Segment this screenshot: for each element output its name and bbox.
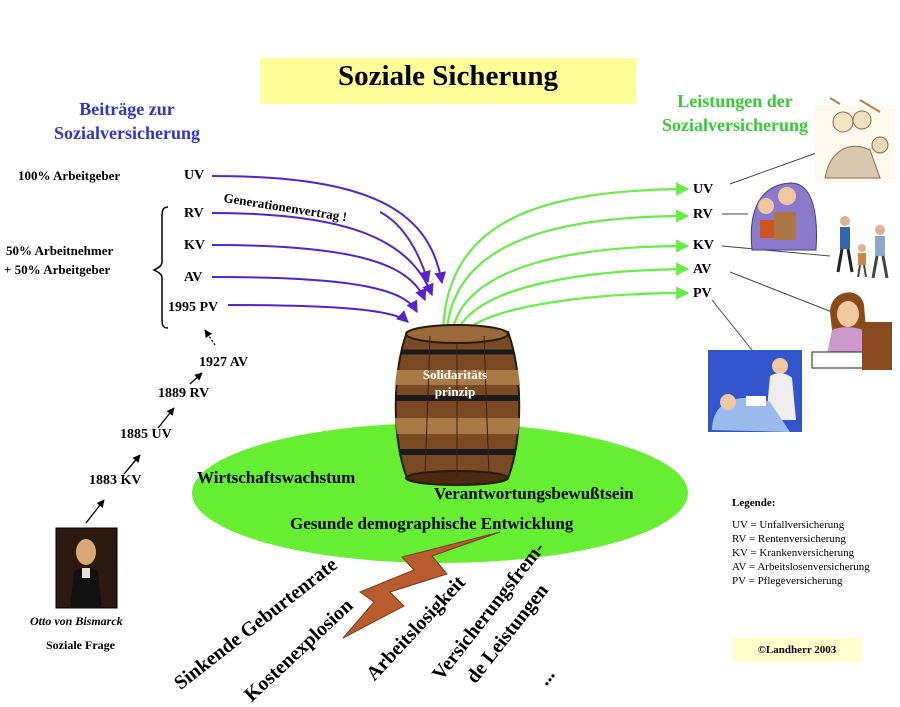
legend-title: Legende:: [732, 497, 776, 509]
contribution-arrows: [211, 175, 447, 323]
barrel-icon: [394, 324, 521, 486]
arrow-rv-out: [445, 209, 690, 331]
foundation-growth: Wirtschaftswachstum: [197, 468, 356, 487]
legend: Legende: UV = Unfallversicherung RV = Re…: [732, 496, 870, 588]
legend-entry: RV = Rentenversicherung: [732, 533, 846, 545]
arrow-kv-in: [211, 244, 427, 302]
employer-full-label: 100% Arbeitgeber: [18, 168, 121, 183]
diagram-canvas: [55, 97, 895, 639]
bismarck-caption: Soziale Frage: [46, 638, 115, 652]
foundation-responsibility: Verantwortungsbewußtsein: [434, 484, 634, 503]
clipart-connectors: [711, 147, 833, 351]
right-label-av: AV: [693, 262, 712, 277]
contributions-heading-line2: Sozialversicherung: [54, 123, 200, 143]
left-label-av: AV: [184, 270, 203, 285]
legend-entry: PV = Pflegeversicherung: [732, 575, 843, 587]
benefits-heading: Leistungen der Sozialversicherung: [630, 89, 840, 137]
right-label-rv: RV: [693, 207, 713, 222]
benefits-heading-line2: Sozialversicherung: [662, 115, 808, 135]
history-1885: 1885 UV: [120, 427, 172, 442]
benefit-arrows: [441, 182, 690, 337]
left-label-pv: 1995 PV: [168, 300, 219, 315]
barrel-label: Solidaritäts prinzip: [400, 366, 510, 400]
foundation-demography: Gesunde demographische Entwicklung: [290, 514, 574, 533]
left-label-uv: UV: [184, 168, 205, 183]
arrow-uv-out: [441, 182, 690, 331]
right-label-kv: KV: [693, 238, 714, 253]
arrow-uv-in: [211, 175, 447, 285]
arrow-rv-in: [211, 212, 434, 297]
history-arrows: [85, 329, 216, 524]
split-contribution-line2: + 50% Arbeitgeber: [4, 262, 111, 277]
nurse-patient-clipart-icon: [708, 350, 802, 432]
title-box: [260, 58, 636, 104]
legend-entry: UV = Unfallversicherung: [732, 519, 845, 531]
phone-woman-clipart-icon: [811, 292, 892, 370]
foundation-ellipse: [192, 423, 688, 563]
arrow-av-out: [454, 262, 690, 335]
bismarck-portrait-icon: [55, 527, 118, 609]
left-label-kv: KV: [184, 238, 205, 253]
walking-family-clipart-icon: [836, 216, 889, 279]
family-clipart-icon: [815, 97, 895, 183]
contributions-heading: Beiträge zur Sozialversicherung: [22, 97, 232, 145]
legend-entry: KV = Krankenversicherung: [732, 547, 855, 559]
arrow-kv-out: [450, 239, 690, 333]
arrow-generation: [379, 211, 431, 284]
benefits-heading-line1: Leistungen der: [677, 91, 793, 111]
history-1927: 1927 AV: [199, 355, 249, 370]
arrow-pv-in: [227, 304, 409, 323]
barrel-label-line2: prinzip: [434, 384, 476, 399]
split-contribution-line1: 50% Arbeitnehmer: [6, 243, 114, 258]
lightning-icon: [342, 531, 501, 639]
bismarck-name: Otto von Bismarck: [30, 614, 123, 628]
legend-entry: AV = Arbeitslosenversicherung: [732, 561, 870, 573]
arrow-av-in: [211, 276, 418, 314]
right-label-uv: UV: [693, 182, 714, 197]
copyright: ©Landherr 2003: [732, 638, 862, 662]
history-1883: 1883 KV: [89, 473, 142, 488]
left-label-rv: RV: [184, 206, 204, 221]
split-bracket: [152, 206, 169, 329]
contributions-heading-line1: Beiträge zur: [79, 99, 175, 119]
barrel-label-line1: Solidaritäts: [422, 367, 488, 382]
page-title: Soziale Sicherung: [338, 60, 558, 92]
right-label-pv: PV: [693, 286, 712, 301]
history-1889: 1889 RV: [158, 386, 210, 401]
grandparents-clipart-icon: [750, 182, 817, 251]
